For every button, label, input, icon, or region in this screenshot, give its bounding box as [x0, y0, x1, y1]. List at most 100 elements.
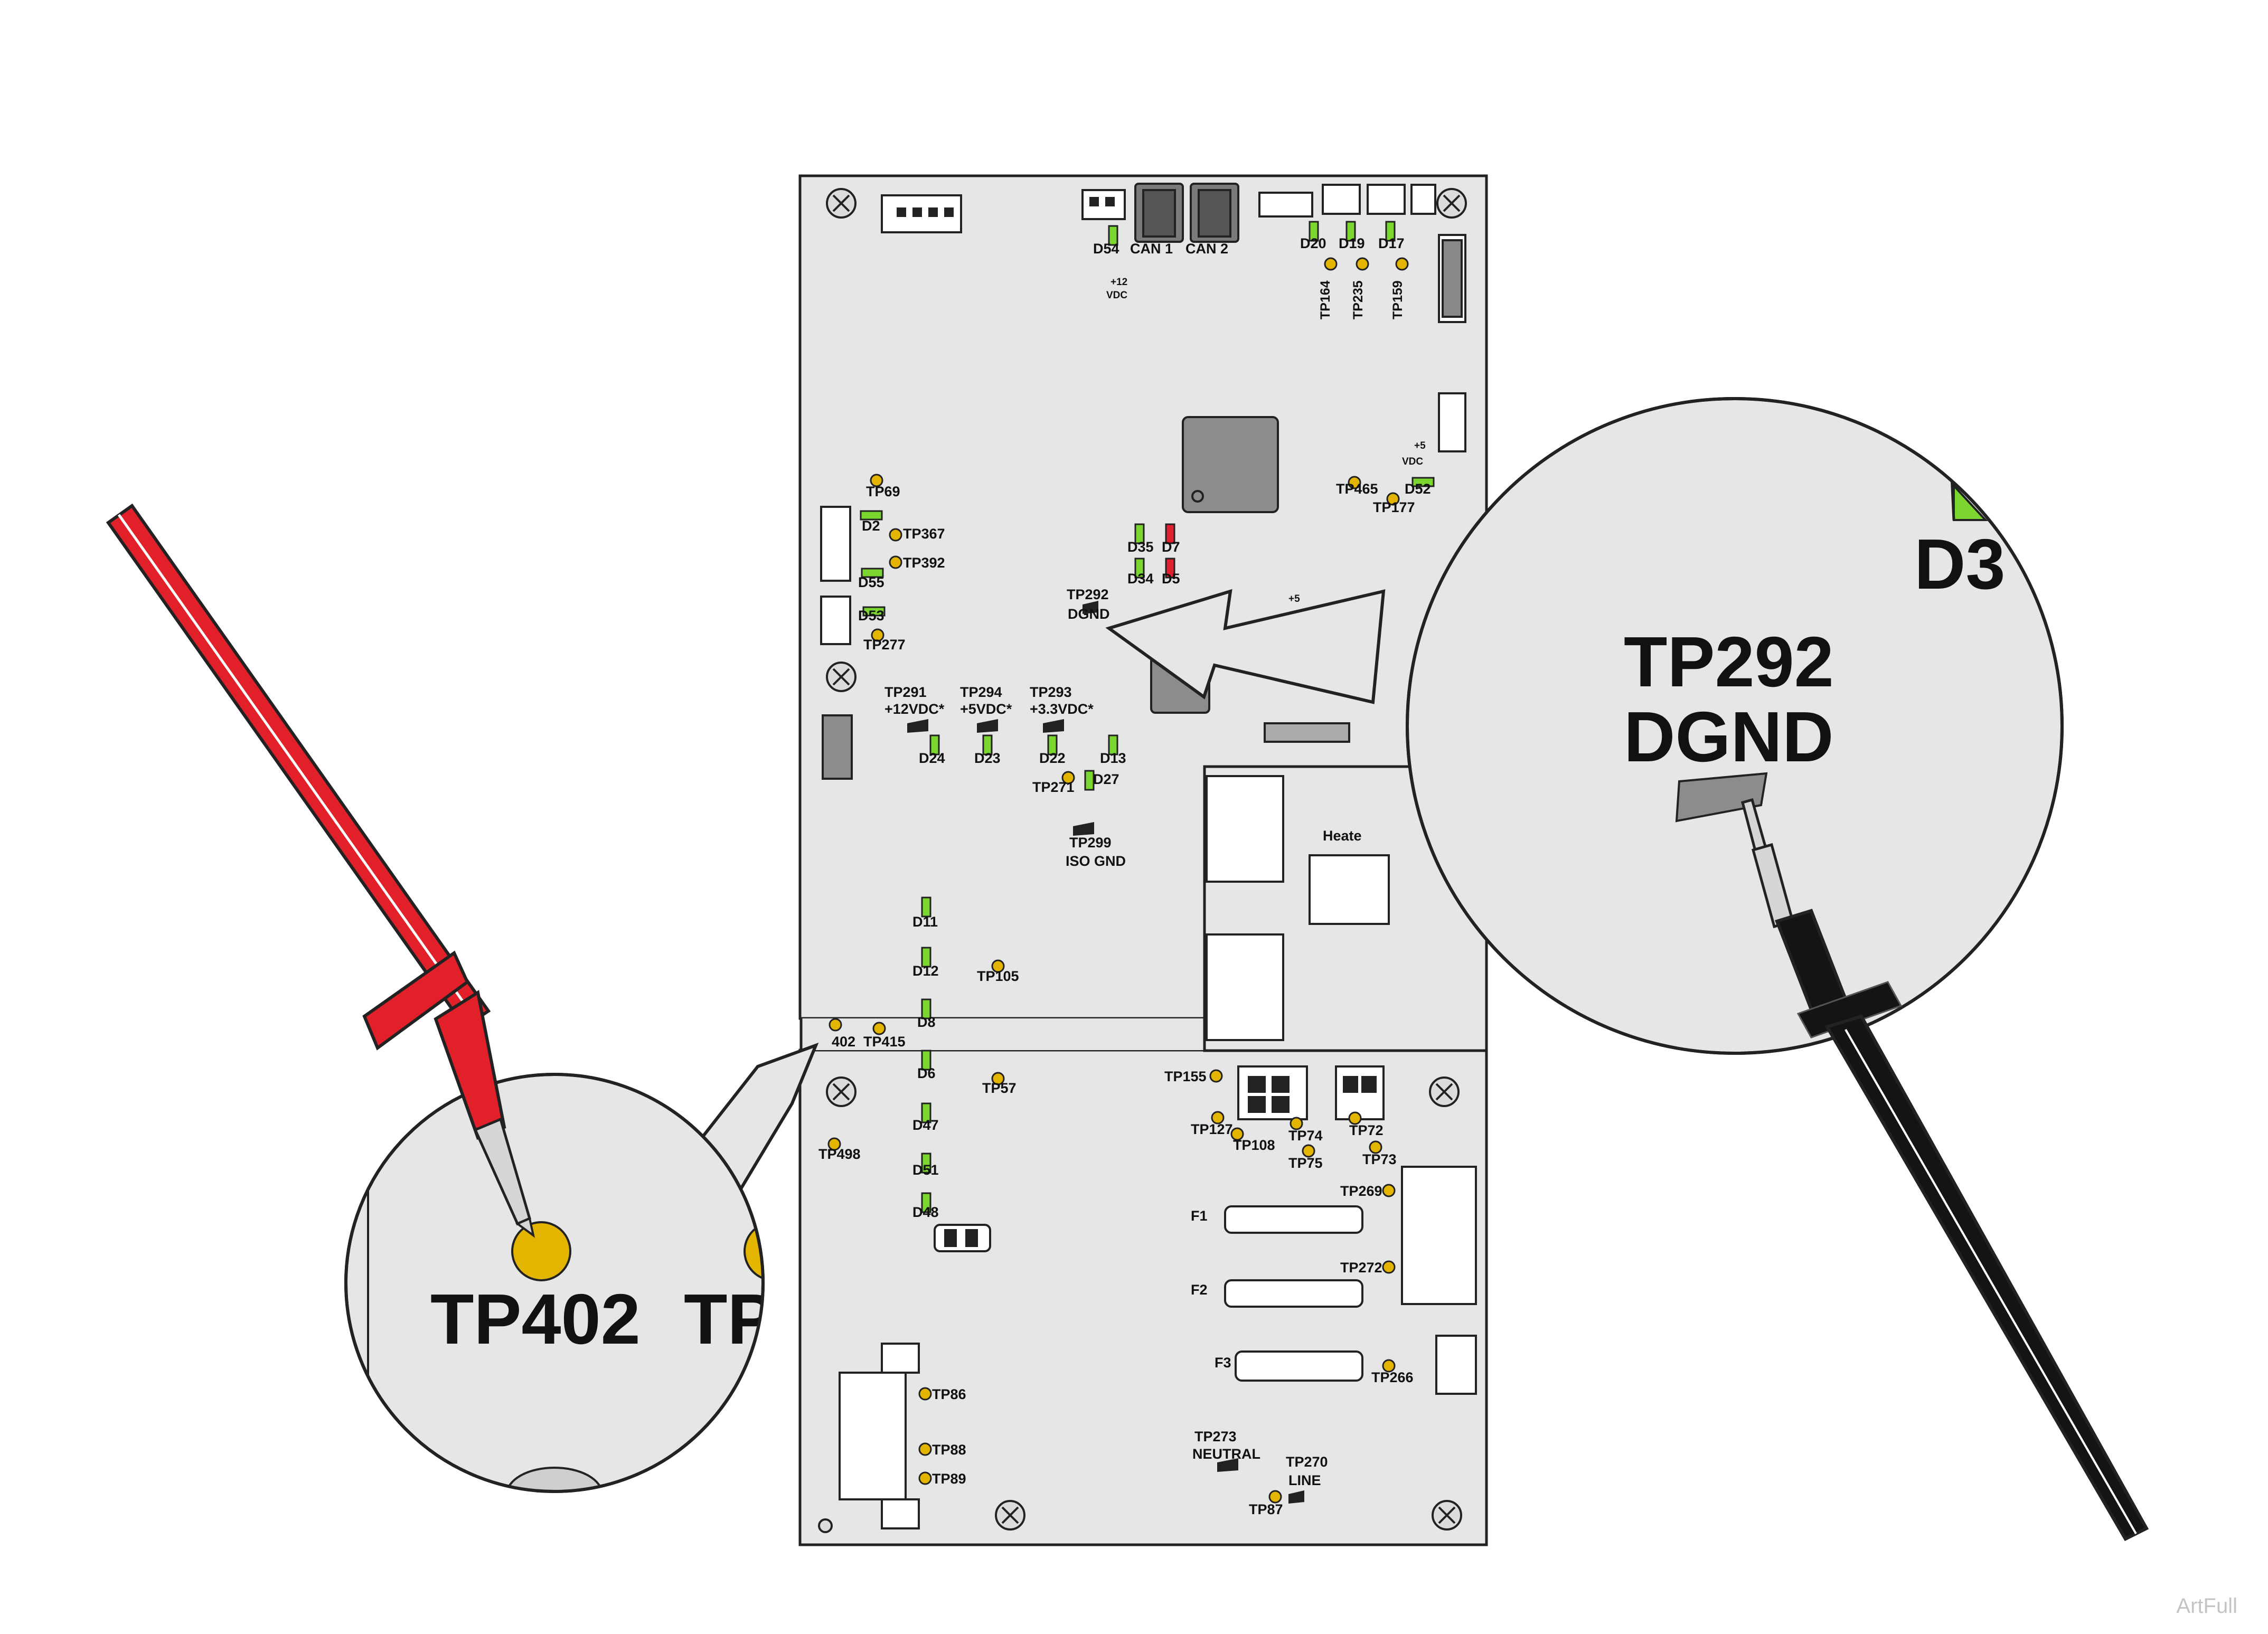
led-icon	[1411, 477, 1435, 487]
tp270-label: TP270	[1286, 1454, 1328, 1470]
f3-label: F3	[1215, 1355, 1231, 1371]
d55-label: D55	[858, 574, 884, 590]
tp291-pad	[907, 719, 928, 733]
v5-short-label: +5	[1288, 593, 1300, 605]
can2-label: CAN 2	[1185, 241, 1228, 257]
connector-icon	[1435, 1335, 1477, 1395]
screw-icon	[995, 1500, 1025, 1531]
d2-label: D2	[862, 518, 880, 534]
led-icon	[862, 606, 886, 617]
d13-label: D13	[1100, 750, 1126, 766]
callout-pointer	[1105, 589, 1386, 704]
tp266-label: TP266	[1371, 1369, 1414, 1385]
heater-connector-area	[1206, 722, 1390, 1041]
board-labels: D54 CAN 1 CAN 2 +12 VDC D20 D19 D17 TP16…	[818, 235, 1431, 1517]
tp392-label: TP392	[903, 555, 945, 571]
led-icon	[1108, 225, 1118, 246]
led-icon	[921, 1050, 931, 1071]
led-icon	[1108, 734, 1118, 755]
d5-label: D5	[1162, 571, 1180, 587]
v5-top-label: +5	[1414, 440, 1426, 451]
fuse-icon	[1224, 1279, 1363, 1308]
tp177-label: TP177	[1373, 499, 1415, 515]
d17-label: D17	[1378, 235, 1405, 251]
tp292-label: TP292	[1067, 587, 1109, 602]
led-icon	[921, 1153, 931, 1174]
tp465-label: TP465	[1336, 481, 1378, 497]
can1-label: CAN 1	[1130, 241, 1173, 257]
led-icon	[1134, 558, 1145, 579]
tp235-label: TP235	[1351, 280, 1366, 319]
neutral-label: NEUTRAL	[1192, 1446, 1260, 1462]
led-icon	[1047, 734, 1058, 755]
d12-label: D12	[912, 963, 939, 979]
led-icon	[1345, 221, 1356, 242]
fuse-icon	[1224, 1205, 1363, 1234]
led-icon	[1165, 523, 1175, 544]
connector-icon	[1258, 192, 1313, 218]
tp498-label: TP498	[818, 1146, 861, 1162]
tp88-label: TP88	[932, 1442, 966, 1458]
fuses	[1224, 1205, 1363, 1382]
dgnd-label: DGND	[1068, 606, 1110, 622]
connector-icon	[1367, 184, 1406, 215]
tp367-label: TP367	[903, 526, 945, 542]
d23-label: D23	[974, 750, 1001, 766]
bottom-left-connector	[839, 1343, 920, 1529]
tp273-pad	[1217, 1458, 1238, 1472]
tp292-pad	[1083, 601, 1098, 614]
small-connector	[934, 1224, 991, 1252]
tp127-label: TP127	[1191, 1121, 1233, 1137]
screw-icon	[826, 1076, 857, 1107]
callout-tp292: D3 TP292 DGND	[1105, 397, 2064, 1055]
tp294-pad	[977, 719, 998, 733]
connector-icon	[820, 506, 851, 582]
dgnd-magnified-label: DGND	[1624, 697, 1834, 777]
led-icon	[982, 734, 993, 755]
screw-icon	[826, 662, 857, 692]
tp299-pad	[1073, 822, 1094, 836]
led-icon	[1165, 558, 1175, 579]
fuse-icon	[1235, 1350, 1363, 1382]
led-icon	[1084, 770, 1095, 791]
tp164-label: TP164	[1318, 280, 1333, 319]
led-icon	[1134, 523, 1145, 544]
v5-label: +5VDC*	[960, 701, 1012, 717]
d24-label: D24	[919, 750, 945, 766]
led-icon	[921, 1102, 931, 1123]
tp74-label: TP74	[1288, 1128, 1323, 1144]
left-connectors	[820, 506, 853, 780]
tp402-magnified-dot	[511, 1221, 571, 1281]
power-connectors	[1237, 1065, 1477, 1395]
tp294-label: TP294	[960, 684, 1002, 700]
tp292-magnified-pad	[1675, 772, 1768, 823]
artfull-watermark: ArtFull	[2176, 1594, 2237, 1618]
d8-label: D8	[917, 1014, 936, 1030]
tp292-magnified-label: TP292	[1624, 622, 1834, 702]
led-icon	[860, 510, 883, 521]
tp269-label: TP269	[1340, 1183, 1382, 1199]
tp89-label: TP89	[932, 1471, 966, 1487]
tp87-label: TP87	[1249, 1501, 1283, 1517]
test-point-dots	[827, 257, 1409, 1504]
d22-label: D22	[1039, 750, 1066, 766]
screw-icon	[1436, 188, 1467, 219]
tp415-label: TP415	[863, 1034, 906, 1050]
d3-partial-label: D3	[1914, 524, 2006, 604]
v12-label: +12VDC*	[884, 701, 945, 717]
d6-label: D6	[917, 1065, 936, 1081]
tp69-label: TP69	[866, 484, 900, 499]
top-connectors	[881, 183, 1466, 452]
tp159-label: TP159	[1390, 280, 1405, 319]
tp277-label: TP277	[863, 637, 906, 653]
connector-icon	[934, 1224, 991, 1252]
led-icon	[1385, 221, 1396, 242]
tp86-label: TP86	[932, 1386, 966, 1402]
small-hole-icon	[818, 1518, 833, 1533]
led-icon	[921, 1192, 931, 1213]
f2-label: F2	[1191, 1282, 1208, 1298]
tp293-pad	[1043, 719, 1064, 733]
tp57-label: TP57	[982, 1080, 1017, 1096]
tp271-label: TP271	[1032, 779, 1075, 795]
tp73-label: TP73	[1362, 1151, 1397, 1167]
